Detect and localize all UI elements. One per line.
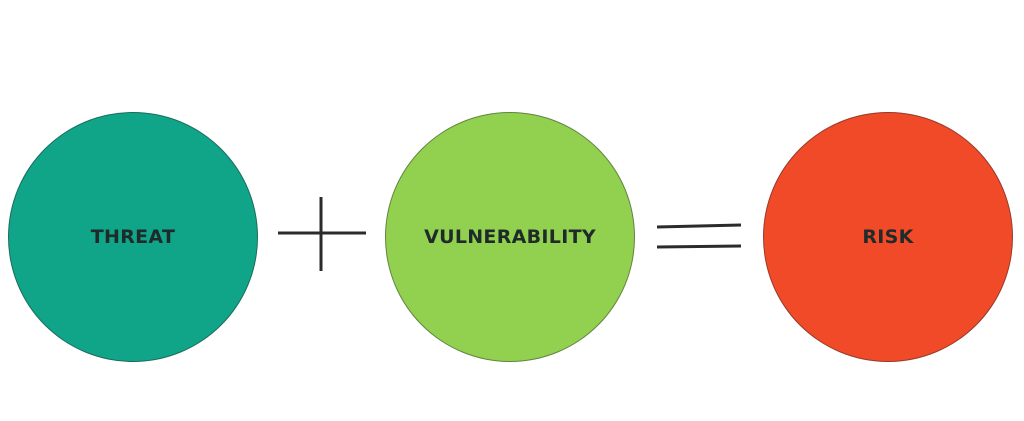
- risk-label: RISK: [862, 226, 914, 248]
- threat-circle: THREAT: [8, 112, 258, 362]
- equals-icon: [655, 219, 743, 253]
- vulnerability-circle: VULNERABILITY: [385, 112, 635, 362]
- plus-icon: [276, 196, 368, 272]
- risk-circle: RISK: [763, 112, 1013, 362]
- threat-label: THREAT: [90, 226, 176, 248]
- vulnerability-label: VULNERABILITY: [424, 226, 596, 248]
